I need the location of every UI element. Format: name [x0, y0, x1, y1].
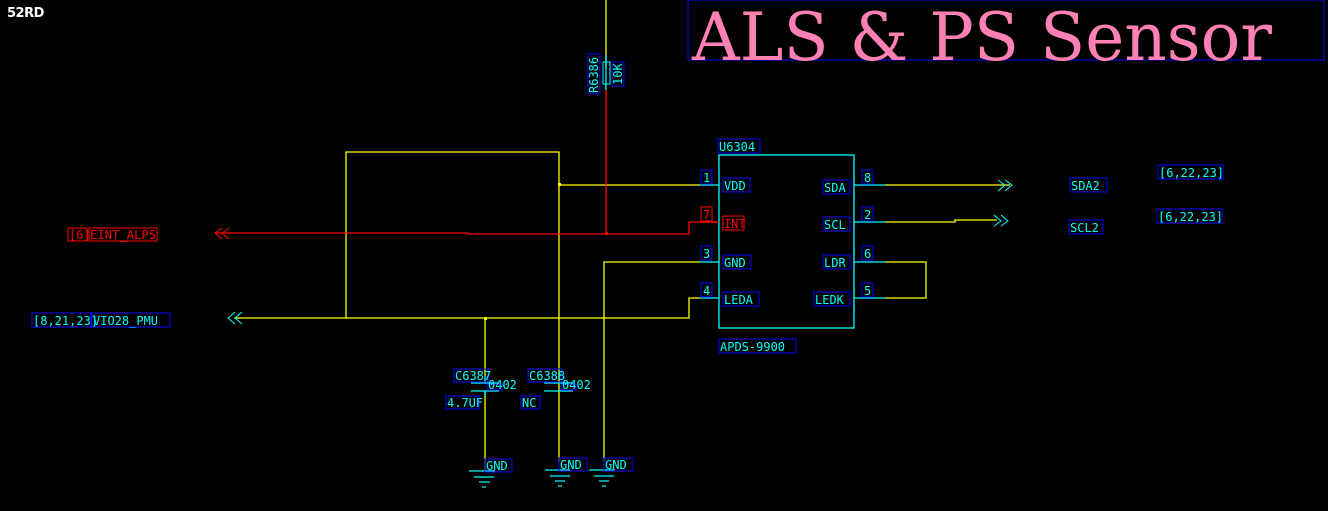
title-block: ALS & PS Sensor	[687, 0, 1325, 76]
pin-number: 1	[703, 171, 710, 185]
net-sheet-ref: [6,22,23]	[1159, 166, 1224, 180]
wire-eint	[215, 221, 719, 235]
capacitor-c6388[interactable]: C6388 0402 NC	[520, 368, 591, 410]
resistor-value: 10K	[611, 63, 625, 85]
resistor-r6386[interactable]: R6386 10K	[587, 53, 625, 95]
wire-gnd-pin3	[603, 261, 700, 462]
wire-scl	[885, 219, 997, 223]
pin-name: INT	[724, 217, 746, 231]
pin-name: LEDA	[724, 293, 754, 307]
pin-name: SCL	[824, 218, 846, 232]
net-name: VIO28_PMU	[93, 314, 158, 328]
net-name: EINT_ALPS	[90, 228, 156, 242]
pin-number: 5	[864, 284, 871, 298]
cap-value: NC	[522, 396, 536, 410]
pin-name: LDR	[824, 256, 846, 270]
offpage-scl2[interactable]: SCL2 [6,22,23]	[993, 208, 1223, 235]
junction-c6387	[484, 317, 487, 320]
pin-6-ldr: 6 LDR	[822, 245, 874, 270]
pin-number: 7	[703, 208, 710, 222]
net-sheet-ref: [6]	[69, 228, 91, 242]
net-sheet-ref: [8,21,23]	[33, 314, 98, 328]
net-name: SCL2	[1070, 221, 1099, 235]
ground-symbol-2: GND	[545, 457, 588, 487]
pin-number: 3	[703, 247, 710, 261]
pin-7-int: 7 INT	[700, 206, 746, 231]
pin-5-ledk: 5 LEDK	[813, 282, 874, 307]
capacitor-c6387[interactable]: C6387 0402 4.7UF	[445, 368, 517, 410]
pin-1-vdd: 1 VDD	[700, 169, 751, 193]
ic-left-pins: 1 VDD 7 INT 3 GND 4 LEDA	[700, 169, 760, 307]
net-name: SDA2	[1071, 179, 1100, 193]
pin-name: LEDK	[815, 293, 845, 307]
junctions	[484, 183, 561, 320]
ground-label: GND	[605, 458, 627, 472]
ground-symbol-3: GND	[589, 457, 634, 487]
offpage-eint[interactable]: [6] EINT_ALPS	[67, 227, 230, 242]
ic-refdes: U6304	[719, 140, 755, 154]
wire-ldr-ledk	[885, 261, 927, 299]
pin-number: 8	[864, 171, 871, 185]
pin-number: 6	[864, 247, 871, 261]
ic-part-number: APDS-9900	[720, 340, 785, 354]
ground-label: GND	[560, 458, 582, 472]
ic-right-pins: 8 SDA 2 SCL 6 LDR 5 LEDK	[813, 169, 874, 307]
pin-2-scl: 2 SCL	[822, 206, 874, 232]
pin-4-leda: 4 LEDA	[700, 282, 760, 307]
junction-int	[605, 232, 608, 235]
wire-vio28	[234, 297, 700, 319]
ground-label: GND	[486, 459, 508, 473]
pin-number: 2	[864, 208, 871, 222]
wire-vdd-loop	[345, 151, 700, 318]
sheet-corner-label: 52RD	[7, 6, 44, 21]
ic-u6304[interactable]: U6304 APDS-9900 1 VDD 7	[700, 138, 885, 354]
pin-name: SDA	[824, 181, 846, 195]
offpage-sda2[interactable]: SDA2 [6,22,23]	[997, 164, 1224, 193]
sheet-title: ALS & PS Sensor	[691, 0, 1272, 76]
wires-red	[215, 88, 719, 235]
pin-number: 4	[703, 284, 710, 298]
cap-refdes: C6388	[529, 369, 565, 383]
net-sheet-ref: [6,22,23]	[1158, 210, 1223, 224]
cap-package: 0402	[562, 378, 591, 392]
ground-symbol-1: GND	[469, 458, 513, 488]
junction-vdd	[558, 183, 561, 186]
cap-refdes: C6387	[455, 369, 491, 383]
pin-8-sda: 8 SDA	[822, 169, 874, 195]
offpage-vio28[interactable]: [8,21,23] VIO28_PMU	[31, 311, 243, 328]
pin-name: VDD	[724, 179, 746, 193]
pin-3-gnd: 3 GND	[700, 245, 752, 270]
cap-package: 0402	[488, 378, 517, 392]
resistor-refdes: R6386	[587, 57, 601, 93]
ic-body	[718, 154, 855, 329]
pin-name: GND	[724, 256, 746, 270]
cap-value: 4.7UF	[447, 396, 483, 410]
